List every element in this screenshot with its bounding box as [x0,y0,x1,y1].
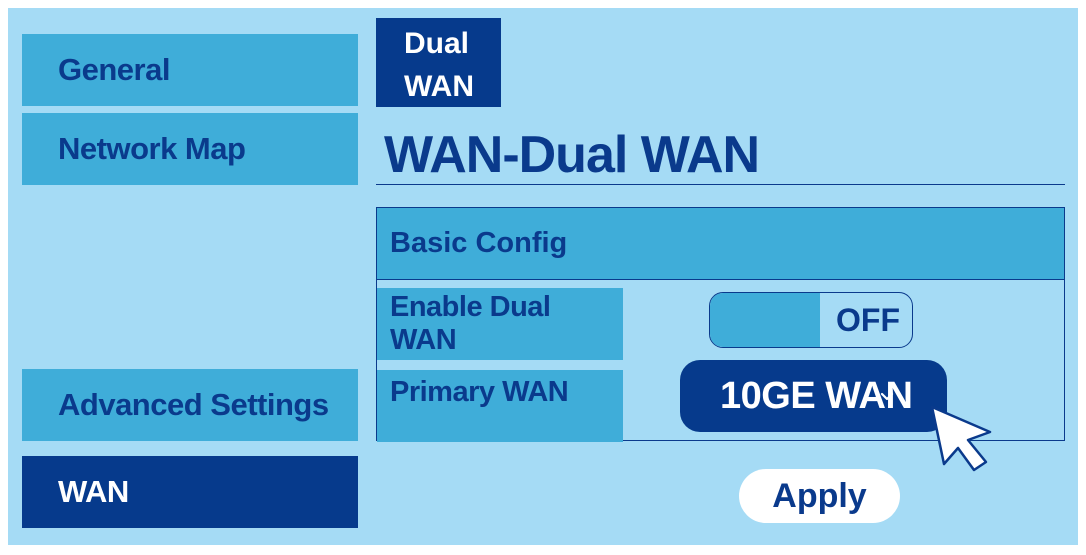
chevron-down-icon [880,392,894,401]
primary-wan-label: Primary WAN [377,370,623,442]
tab-label-line1: Dual [404,27,470,60]
primary-wan-select[interactable]: 10GE WAN [680,360,947,432]
enable-dual-wan-label: Enable Dual WAN [377,288,623,360]
sidebar-item-label: Advanced Settings [58,387,329,422]
mouse-pointer-icon [930,405,992,472]
sidebar-item-network-map[interactable]: Network Map [22,113,358,185]
title-divider [376,184,1065,185]
enable-dual-wan-toggle[interactable]: OFF [709,292,913,348]
sidebar-item-label: Network Map [58,131,246,166]
sidebar-item-wan[interactable]: WAN [22,456,358,528]
sidebar-item-label: General [58,52,170,87]
sidebar-item-advanced-settings[interactable]: Advanced Settings [22,369,358,441]
sidebar-item-general[interactable]: General [22,34,358,106]
basic-config-panel: Basic Config Enable Dual WAN Primary WAN [376,207,1065,442]
panel-header: Basic Config [377,208,1064,280]
tab-label-line2: WAN [404,70,474,103]
sidebar-item-label: WAN [58,474,129,509]
toggle-state: OFF [836,301,900,338]
apply-button[interactable]: Apply [739,469,900,523]
toggle-knob [710,293,820,347]
tab-dual-wan[interactable]: Dual WAN [376,18,501,107]
page-title: WAN-Dual WAN [384,126,760,184]
primary-wan-selected-value: 10GE WAN [720,374,913,417]
